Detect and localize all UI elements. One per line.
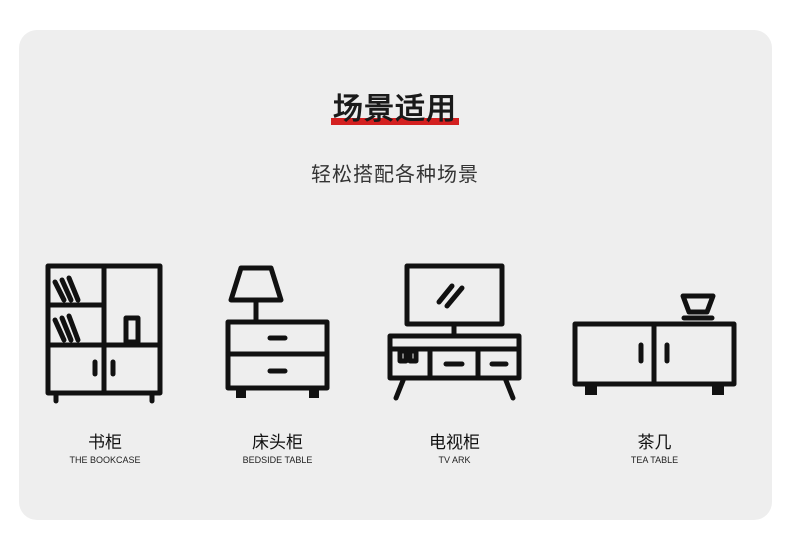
scenario-label-cn: 书柜 <box>88 433 122 453</box>
scenario-label-en: TV ARK <box>438 455 471 465</box>
title-area: 场景适用 <box>0 92 790 128</box>
scenario-card <box>19 30 772 520</box>
page-title: 场景适用 <box>331 92 459 128</box>
scenario-label-cn: 床头柜 <box>252 433 303 453</box>
tv-cabinet-icon <box>387 263 522 401</box>
scenario-label-en: TEA TABLE <box>630 455 679 465</box>
scenario-label-cn: 电视柜 <box>429 433 480 453</box>
title-underline <box>331 118 459 125</box>
scenario-label-cn: 茶几 <box>637 433 672 453</box>
scenario-label-en: THE BOOKCASE <box>69 455 141 465</box>
scenario-label-en: BEDSIDE TABLE <box>242 455 313 465</box>
nightstand-icon <box>225 265 330 398</box>
bookcase-icon <box>45 263 163 404</box>
page-title-text: 场景适用 <box>333 92 457 127</box>
tea-table-icon <box>572 293 737 395</box>
page-subtitle: 轻松搭配各种场景 <box>311 162 479 186</box>
